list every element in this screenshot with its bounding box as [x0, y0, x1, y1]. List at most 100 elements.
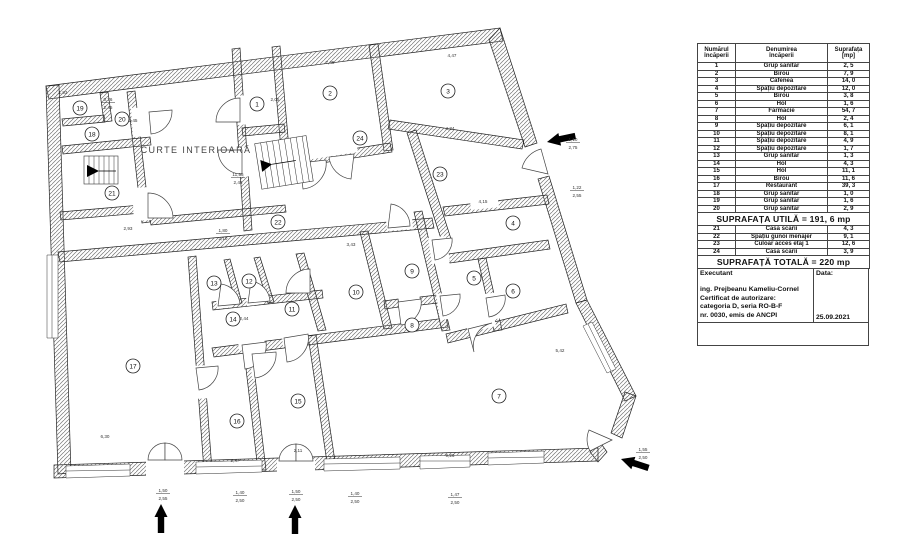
- svg-text:12: 12: [245, 278, 253, 285]
- wall-int: [187, 255, 213, 471]
- table-cell: 4, 3: [827, 225, 870, 234]
- table-cell: 3, 8: [827, 92, 870, 101]
- table-cell: 18: [697, 189, 736, 198]
- entrance-arrow-top-right: [547, 132, 577, 146]
- staircase-24: [254, 135, 314, 190]
- door-arc: [521, 148, 549, 175]
- dimension-label: 2,50: [351, 499, 360, 504]
- subtotal-text: SUPRAFAȚA UTILĂ = 191, 6 mp: [697, 212, 870, 226]
- staircase-21: [83, 155, 119, 185]
- dimension-labels: 1,502,551,402,501,502,501,402,501,472,50…: [59, 53, 650, 505]
- table-cell: 1, 6: [827, 99, 870, 108]
- dimension-label: 4,15: [479, 199, 488, 204]
- door-arc: [217, 149, 243, 175]
- door-arc: [251, 351, 277, 379]
- wall-int: [387, 119, 525, 150]
- table-cell: 10: [697, 129, 736, 138]
- plan-walls: [45, 27, 637, 479]
- dimension-label: 2,55: [573, 193, 582, 198]
- dimension-label: 2,44: [240, 316, 249, 321]
- dimension-label: 2,10: [219, 236, 228, 241]
- table-cell: 1, 3: [827, 152, 870, 161]
- room-number-15: 15: [290, 393, 306, 409]
- table-cell: 23: [697, 240, 736, 249]
- svg-text:19: 19: [76, 105, 84, 112]
- dimension-label: 2,93: [124, 226, 133, 231]
- dimension-label: 2,55: [159, 496, 168, 501]
- room-number-10: 10: [348, 284, 364, 300]
- floor-plan: CURTE INTERIOARĂ 12345678910111213141516…: [45, 27, 650, 534]
- table-cell: 19: [697, 197, 736, 206]
- dimension-label: 1,50: [159, 488, 168, 493]
- room-number-17: 17: [125, 358, 141, 374]
- table-cell: 14, 0: [827, 77, 870, 86]
- table-cell: Hol: [735, 114, 828, 123]
- table-cell: 22: [697, 232, 736, 241]
- plan-windows: [46, 254, 617, 479]
- wall-int: [445, 303, 569, 344]
- svg-text:18: 18: [88, 131, 96, 138]
- table-cell: 20: [697, 204, 736, 213]
- room-number-1: 1: [249, 96, 265, 112]
- door-arc: [195, 365, 219, 391]
- svg-text:10: 10: [352, 289, 360, 296]
- executant-line: categoria D, seria RO-B-F: [700, 303, 783, 311]
- door-arc: [439, 293, 461, 317]
- table-cell: Hol: [735, 99, 828, 108]
- table-cell: 3: [697, 77, 736, 86]
- dimension-label: 6,30: [101, 434, 110, 439]
- wall-int: [253, 256, 275, 304]
- door-arc: [586, 429, 613, 452]
- svg-text:16: 16: [233, 418, 241, 425]
- table-cell: Spațiu gunoi menajer: [735, 232, 828, 241]
- door-arc: [215, 97, 241, 123]
- door-arc: [485, 294, 506, 318]
- svg-text:3: 3: [446, 88, 450, 95]
- dimension-label: 1,22: [573, 185, 582, 190]
- dimension-label: 2,50: [451, 500, 460, 505]
- empty-title-strip: [697, 323, 869, 347]
- dimension-label: 2,50: [292, 497, 301, 502]
- svg-text:1: 1: [255, 101, 259, 108]
- table-cell: 6: [697, 99, 736, 108]
- room-number-19: 19: [72, 100, 88, 116]
- door-arc: [295, 443, 314, 462]
- dimension-label: 1,55: [639, 447, 648, 452]
- entrance-arrow-bottom-left: [154, 504, 168, 533]
- wall-outer-right-4: [610, 391, 637, 439]
- table-cell: Grup sanitar: [735, 204, 828, 213]
- executant-line: Certificat de autorizare:: [700, 294, 776, 302]
- executant-right: Data: 25.09.2021: [813, 269, 868, 323]
- executant-left: Executant ing. Prejbeanu Kameliu-Cornel …: [698, 269, 813, 322]
- room-number-23: 23: [432, 166, 448, 182]
- table-cell: 12: [697, 144, 736, 153]
- table-cell: 39, 3: [827, 182, 870, 191]
- dimension-label: 2,05: [271, 97, 280, 102]
- executant-label: Executant: [700, 270, 733, 277]
- svg-text:9: 9: [410, 268, 414, 275]
- door-arc: [147, 192, 174, 219]
- table-cell: 11: [697, 137, 736, 146]
- room-number-2: 2: [322, 85, 338, 101]
- room-number-12: 12: [241, 273, 257, 289]
- dimension-label: 5,42: [556, 348, 565, 353]
- table-cell: Farmacie: [735, 107, 828, 116]
